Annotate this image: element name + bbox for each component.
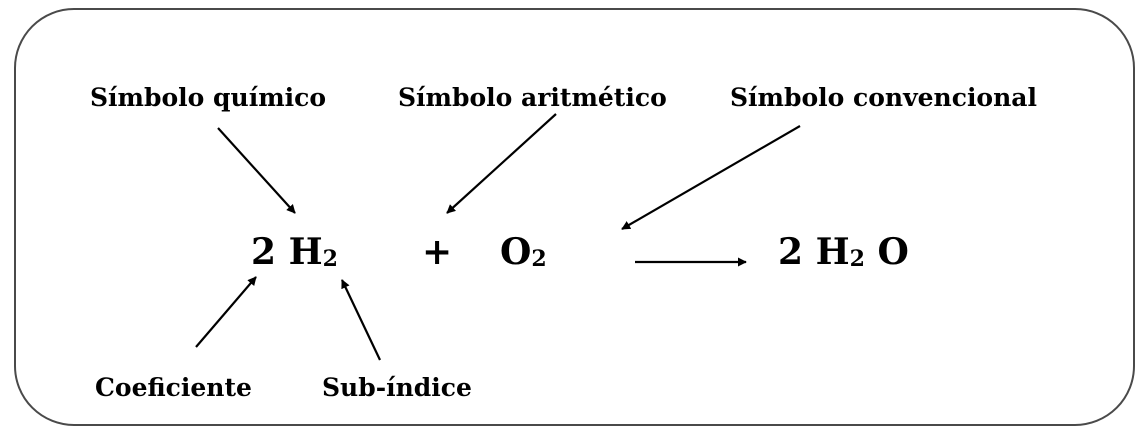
reactant2-subindex: 2 [531,246,547,272]
arrow-subindex [341,279,381,361]
plus-sign: + [422,231,453,273]
reactant1-subindex: 2 [322,246,338,272]
product-symbol-o: O [877,231,909,273]
label-arithmetic-symbol: Símbolo aritmético [398,83,667,112]
product-water: 2 H2 O [778,234,909,270]
arrow-conventional-symbol [621,125,801,230]
product-subindex: 2 [849,246,865,272]
label-chemical-symbol: Símbolo químico [90,83,327,112]
arrow-chemical-symbol [217,127,296,214]
reactant-hydrogen: 2 H2 [251,234,338,270]
reactant1-coefficient: 2 [251,231,277,273]
label-coefficient: Coeficiente [95,373,252,402]
product-coefficient: 2 [778,231,804,273]
label-conventional-symbol: Símbolo convencional [730,83,1037,112]
arrow-arithmetic-symbol [446,113,557,214]
product-symbol-h: H [815,231,850,273]
reactant2-symbol: O [500,231,532,273]
label-subindex: Sub-índice [322,373,472,402]
arrow-coefficient [195,276,257,348]
rounded-frame [14,8,1135,426]
reactant1-symbol: H [288,231,323,273]
reactant-oxygen: O2 [500,234,547,270]
